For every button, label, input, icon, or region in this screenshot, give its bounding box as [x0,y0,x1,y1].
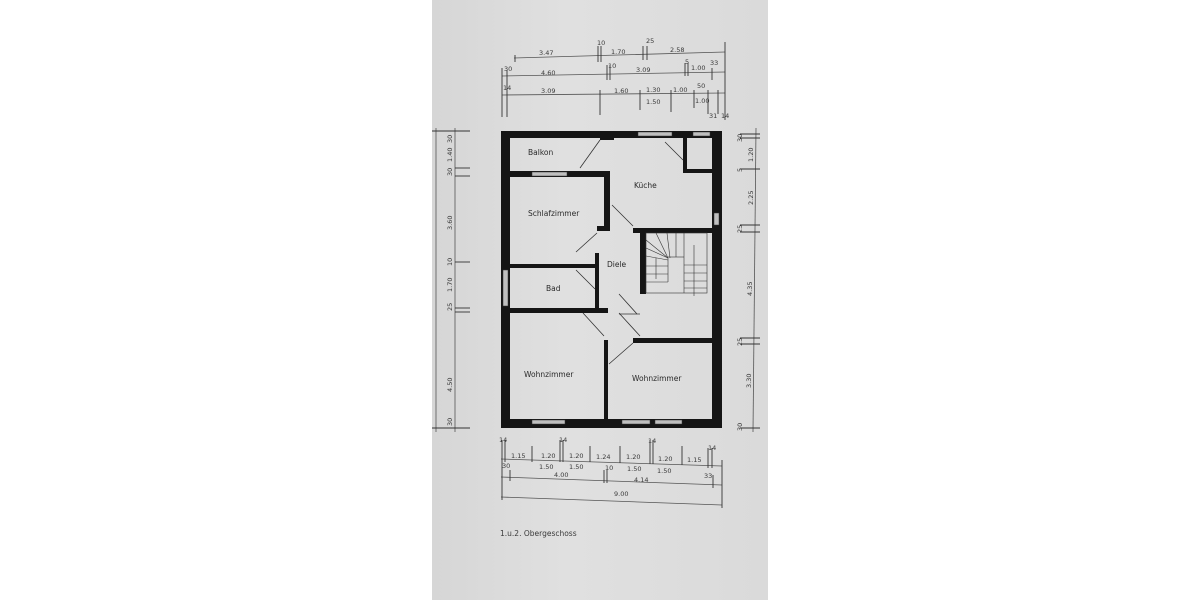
dimension-label: 1.70 [611,48,625,56]
doors [575,139,684,365]
dimension-label: 10 [446,258,454,266]
bottom-dimensions: 14 1.15 14 1.20 1.20 1.24 1.20 14 1.20 1… [499,436,723,508]
dimension-label: 30 [504,65,512,73]
dimension-label: 14 [559,436,567,444]
staircase [645,232,708,296]
dimension-label: 3.60 [446,216,454,230]
dimension-label: 1.00 [673,86,687,94]
dimension-label: 1.20 [747,148,755,162]
dimension-label: 4.60 [541,69,555,77]
dimension-label: 2.58 [670,46,684,54]
dimension-label: 1.15 [687,456,701,464]
dimension-label: 10 [605,464,613,472]
top-dimensions: 3.47 10 1.70 25 2.58 30 4.60 10 3.09 5 1… [501,37,729,120]
dimension-label: 30 [446,135,454,143]
dimension-label: 14 [708,444,716,452]
walls [501,131,722,428]
dimension-label: 1.60 [614,87,628,95]
dimension-label: 30 [736,423,744,431]
dimension-label: 1.40 [446,148,454,162]
dimension-label: 4.50 [446,378,454,392]
dimension-label: 14 [499,436,507,444]
dimension-label: 14 [648,437,656,445]
windows [502,131,720,425]
dimension-label: 9.00 [614,490,628,498]
dimension-label: 30 [446,418,454,426]
dimension-label: 1.30 [646,86,660,94]
dimension-label: 4.00 [554,471,568,479]
dimension-label: 1.20 [658,455,672,463]
dimension-label: 1.15 [511,452,525,460]
room-label-schlafzimmer: Schlafzimmer [528,209,580,218]
dimension-label: 1.00 [691,64,705,72]
dimension-label: 31 [709,112,717,120]
dimension-label: 1.24 [596,453,610,461]
dimension-label: 2.25 [747,191,755,205]
room-label-wohnzimmer-left: Wohnzimmer [524,370,574,379]
dimension-label: 3.09 [636,66,650,74]
floor-caption: 1.u.2. Obergeschoss [500,529,577,538]
dimension-label: 4.14 [634,476,648,484]
dimension-label: 1.20 [626,453,640,461]
dimension-label: 25 [446,303,454,311]
dimension-label: 1.50 [627,465,641,473]
dimension-label: 1.50 [539,463,553,471]
dimension-label: 30 [446,168,454,176]
dimension-label: 5 [685,58,689,66]
dimension-label: 1.50 [657,467,671,475]
dimension-label: 1.20 [569,452,583,460]
room-label-wohnzimmer-right: Wohnzimmer [632,374,682,383]
dimension-label: 33 [710,59,718,67]
dimension-label: 1.50 [569,463,583,471]
dimension-label: 25 [736,225,744,233]
left-dimensions: 30 1.40 30 3.60 10 1.70 25 4.50 30 [432,128,470,432]
dimension-label: 50 [697,82,705,90]
dimension-label: 1.00 [695,97,709,105]
dimension-label: 33 [704,472,712,480]
room-label-balkon: Balkon [528,148,553,157]
dimension-label: 1.70 [446,278,454,292]
dimension-label: 10 [597,39,605,47]
dimension-label: 1.20 [541,452,555,460]
dimension-label: 14 [503,84,511,92]
dimension-label: 25 [736,338,744,346]
dimension-label: 10 [608,62,616,70]
dimension-label: 30 [502,462,510,470]
room-label-diele: Diele [607,260,627,269]
dimension-label: 1.50 [646,98,660,106]
dimension-label: 3.30 [745,374,753,388]
dimension-label: 25 [646,37,654,45]
dimension-label: 14 [721,112,729,120]
room-label-bad: Bad [546,284,561,293]
dimension-label: 5 [736,168,744,172]
dimension-label: 30 [736,134,744,142]
dimension-label: 3.09 [541,87,555,95]
right-dimensions: 30 1.20 5 2.25 25 4.35 25 3.30 30 [736,127,760,433]
dimension-label: 3.47 [539,49,553,57]
dimension-label: 4.35 [746,282,754,296]
room-label-kueche: Küche [634,181,657,190]
